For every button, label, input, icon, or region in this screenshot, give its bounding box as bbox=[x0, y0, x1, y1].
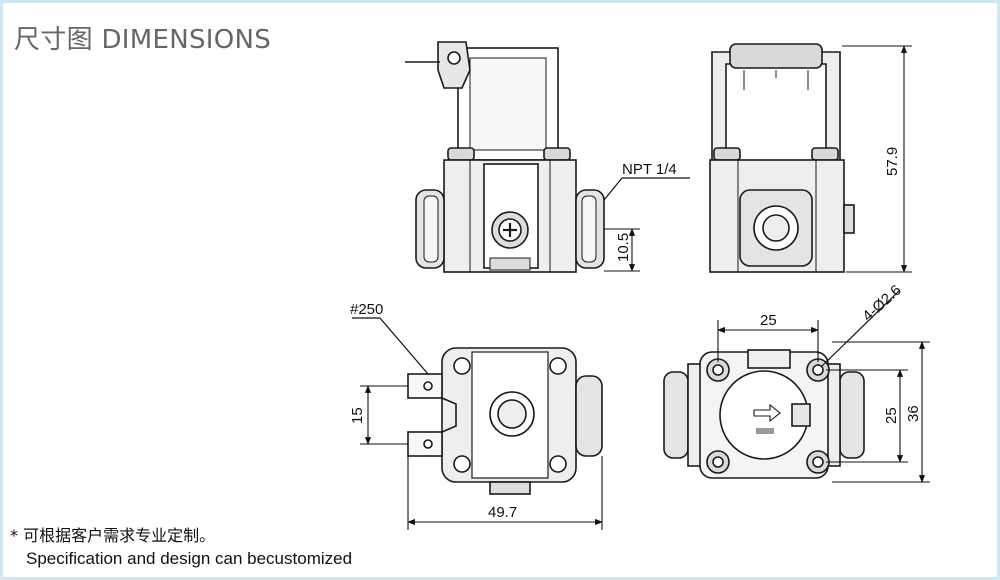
footnote-chinese: * 可根据客户需求专业定制。 bbox=[10, 526, 216, 545]
dim-terminal-spacing bbox=[360, 385, 408, 445]
holes-leader bbox=[821, 289, 901, 367]
dim-hole-spacing-v bbox=[826, 369, 908, 463]
dim-body-width bbox=[407, 456, 603, 530]
dim-total-height-label: 57.9 bbox=[884, 147, 901, 176]
front-view bbox=[405, 41, 605, 273]
page-title: 尺寸图 DIMENSIONS bbox=[14, 25, 272, 55]
dim-total-height bbox=[842, 45, 912, 273]
dim-hole-spacing-h-label: 25 bbox=[760, 312, 777, 329]
dim-port-height bbox=[604, 228, 640, 272]
dim-flange-height-label: 36 bbox=[905, 405, 922, 422]
terminal-label: #250 bbox=[350, 301, 383, 318]
dim-hole-spacing-h bbox=[717, 320, 819, 362]
npt-leader bbox=[603, 177, 690, 201]
dim-flange-height bbox=[832, 341, 930, 483]
holes-label: 4-Ø2.6 bbox=[859, 282, 904, 325]
bottom-view bbox=[407, 347, 603, 495]
dim-body-width-label: 49.7 bbox=[488, 504, 517, 521]
side-view bbox=[709, 43, 855, 273]
npt-label: NPT 1/4 bbox=[622, 161, 677, 178]
terminal-leader bbox=[352, 317, 429, 375]
flange-view bbox=[663, 349, 865, 479]
dim-terminal-spacing-label: 15 bbox=[349, 407, 366, 424]
dim-hole-spacing-v-label: 25 bbox=[883, 407, 900, 424]
footnote-english: Specification and design can becustomize… bbox=[26, 549, 353, 568]
dim-port-height-label: 10.5 bbox=[615, 233, 632, 262]
